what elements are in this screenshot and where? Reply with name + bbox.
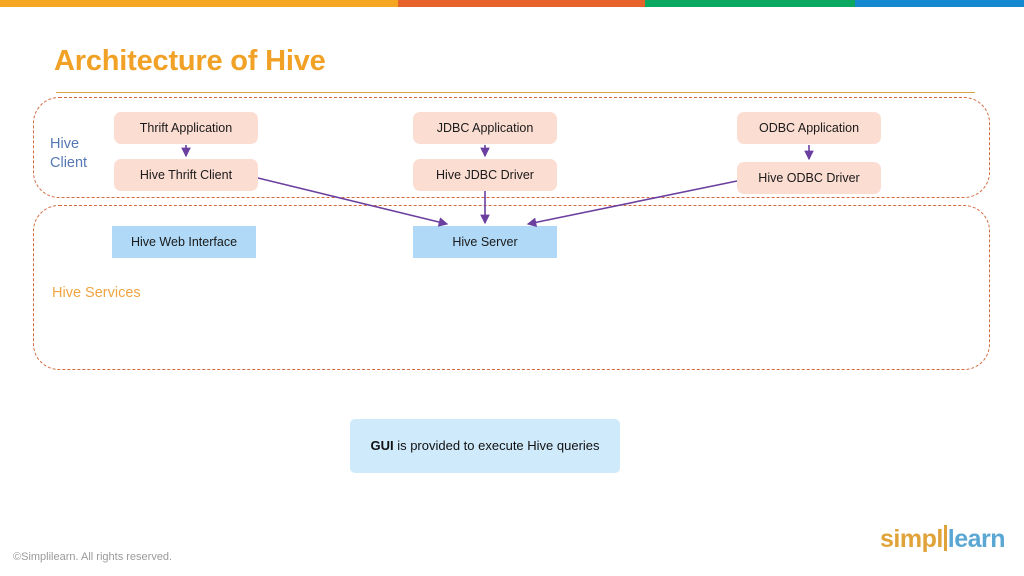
- top-bar-segment-blue: [855, 0, 1024, 7]
- hive-client-group-label-line1: Hive: [50, 136, 80, 152]
- page-title: Architecture of Hive: [54, 45, 326, 77]
- hive-client-group-label-line2: Client: [50, 155, 88, 171]
- node-jdbc-application: JDBC Application: [413, 112, 557, 144]
- top-bar-segment-green: [645, 0, 855, 7]
- top-bar-segment-yellow: [0, 0, 398, 7]
- hive-services-group-container: [33, 205, 990, 370]
- title-underline-rule: [56, 92, 975, 93]
- gui-callout-emphasis: GUI: [370, 438, 394, 453]
- node-hive-thrift-client: Hive Thrift Client: [114, 159, 258, 191]
- node-hive-web-interface: Hive Web Interface: [112, 226, 256, 258]
- node-odbc-application: ODBC Application: [737, 112, 881, 144]
- top-color-bar: [0, 0, 1024, 7]
- gui-callout-rest: is provided to execute Hive queries: [393, 438, 600, 453]
- hive-client-group-container: [33, 97, 990, 198]
- gui-callout-box: GUI is provided to execute Hive queries: [350, 419, 620, 473]
- logo-text-simpl: simpl: [880, 525, 943, 553]
- node-hive-jdbc-driver: Hive JDBC Driver: [413, 159, 557, 191]
- node-thrift-application: Thrift Application: [114, 112, 258, 144]
- simplilearn-logo: simpl learn: [880, 521, 1006, 553]
- node-hive-odbc-driver: Hive ODBC Driver: [737, 162, 881, 194]
- footer-copyright: ©Simplilearn. All rights reserved.: [13, 551, 173, 563]
- hive-client-group-label: Hive Client: [50, 135, 112, 173]
- logo-divider-bar: [943, 525, 947, 551]
- logo-text-learn: learn: [947, 525, 1006, 553]
- node-hive-server: Hive Server: [413, 226, 557, 258]
- top-bar-segment-orange: [398, 0, 645, 7]
- hive-services-group-label: Hive Services: [52, 285, 141, 301]
